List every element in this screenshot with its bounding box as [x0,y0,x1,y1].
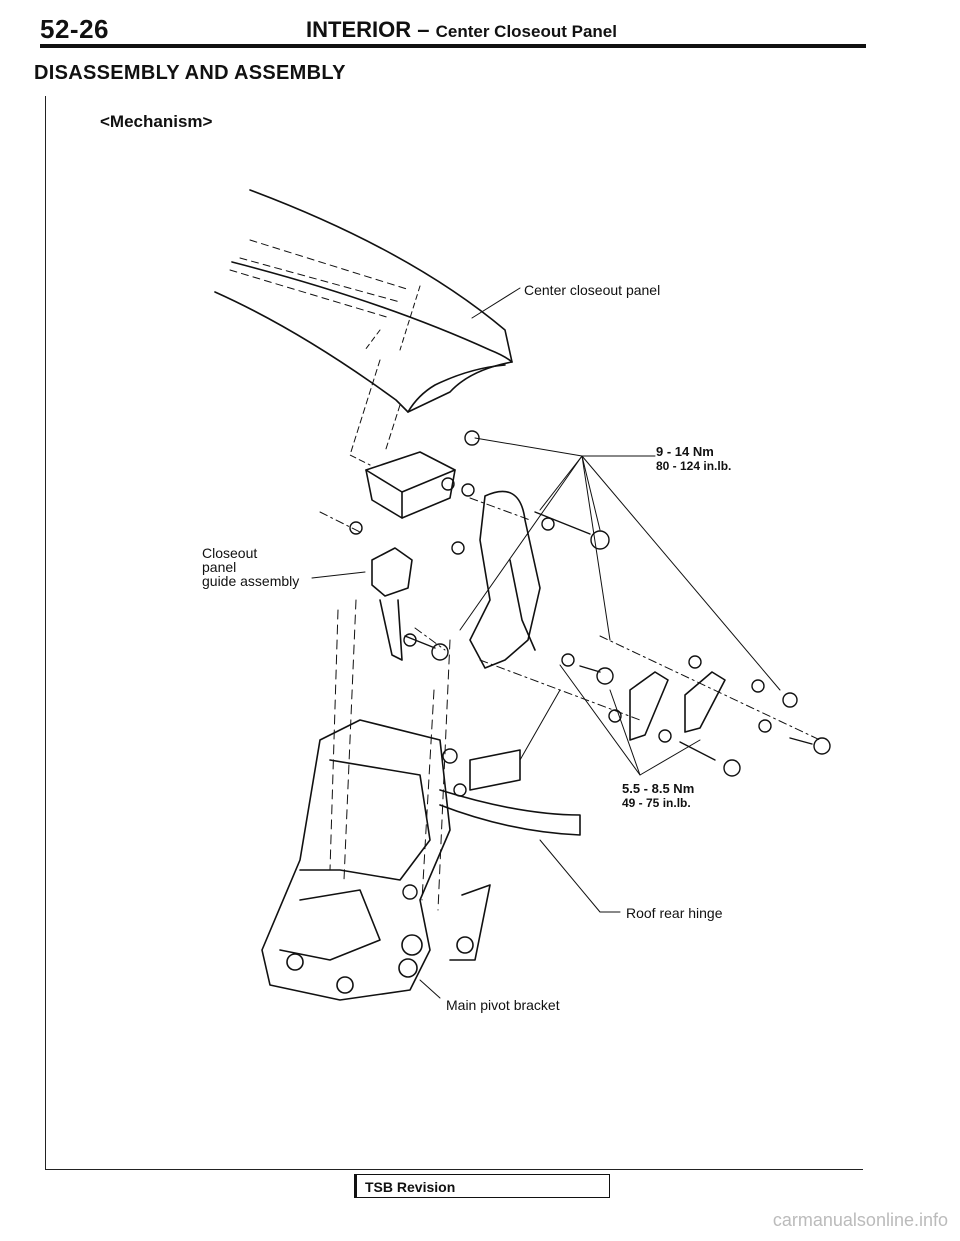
main-pivot-bracket-drawing [261,719,491,1001]
mechanism-subheading: <Mechanism> [100,112,213,131]
fasteners-drawing [349,430,831,900]
center-closeout-panel-callout: Center closeout panel [524,282,661,298]
watermark: carmanualsonline.info [772,1210,948,1230]
center-closeout-panel-drawing [214,189,513,413]
guide-bracket-drawing [349,359,456,519]
header-rule [40,44,866,48]
lower-torque-nm-callout: 5.5 - 8.5 Nm [622,781,695,796]
tsb-revision-label: TSB Revision [365,1179,456,1195]
guide-assembly-callout-line3: guide assembly [202,573,300,589]
upper-torque-inlb-callout: 80 - 124 in.lb. [656,459,732,473]
assembly-centerlines [319,497,821,741]
closeout-panel-guide-drawing [329,547,451,911]
section-subtitle: Center Closeout Panel [435,22,617,41]
section-main-title: INTERIOR [306,17,412,42]
guide-assembly-callout-line1: Closeout [202,545,258,561]
upper-torque-nm-callout: 9 - 14 Nm [656,444,714,459]
tsb-revision-box: TSB Revision [354,1174,610,1198]
procedure-heading: DISASSEMBLY AND ASSEMBLY [34,62,346,84]
link-plates-drawing [629,671,726,741]
page-number: 52-26 [40,14,109,44]
roof-rear-hinge-drawing [439,749,581,836]
section-dash: – [411,17,436,42]
link-arm-drawing [469,490,541,669]
page-header: 52-26 INTERIOR – Center Closeout Panel [40,14,864,46]
bottom-rule [45,1169,863,1170]
left-margin-rule [45,96,46,1170]
roof-rear-hinge-callout: Roof rear hinge [626,905,723,921]
guide-assembly-callout-line2: panel [202,559,237,575]
main-pivot-bracket-callout: Main pivot bracket [446,997,560,1013]
lower-torque-inlb-callout: 49 - 75 in.lb. [622,796,691,810]
section-title: INTERIOR – Center Closeout Panel [306,17,617,43]
leader-lines [311,287,781,999]
